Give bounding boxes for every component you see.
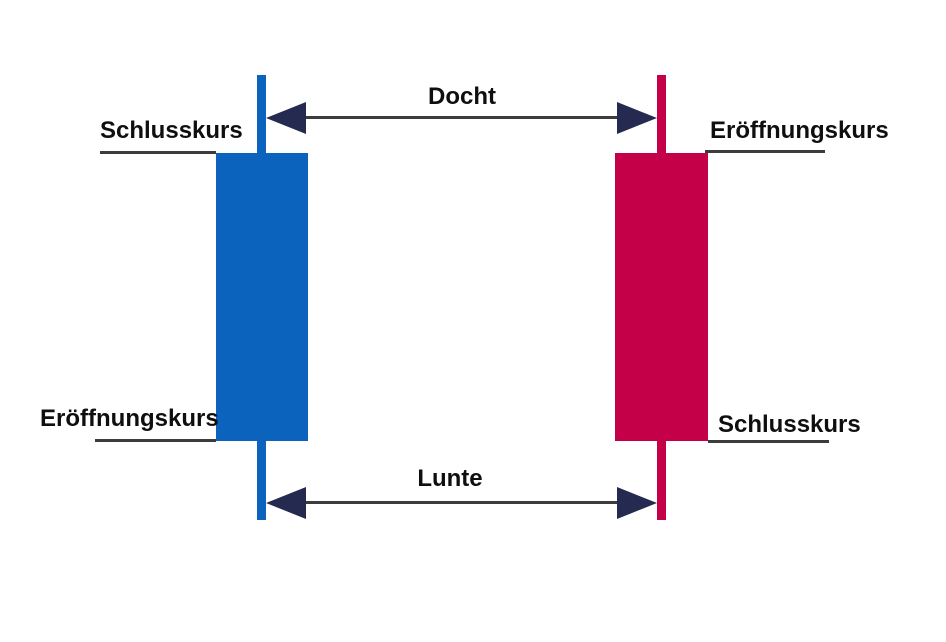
lunte-arrowhead-left-icon: [266, 487, 306, 519]
docht-arrowhead-left-icon: [266, 102, 306, 134]
left-candle-close-pointer-line: [100, 151, 216, 154]
lunte-arrowhead-right-icon: [617, 487, 657, 519]
right-candle-close-label: Schlusskurs: [718, 411, 861, 438]
right-candle-open-label: Eröffnungskurs: [710, 117, 889, 144]
right-candle-close-pointer-line: [708, 440, 829, 443]
docht-label: Docht: [428, 83, 496, 110]
docht-arrow-line: [296, 116, 628, 119]
docht-arrowhead-right-icon: [617, 102, 657, 134]
left-candle-close-label: Schlusskurs: [100, 117, 243, 144]
lunte-arrow-line: [296, 501, 628, 504]
right-candle-body: [615, 153, 708, 441]
lunte-label: Lunte: [417, 465, 483, 492]
left-candle-open-pointer-line: [95, 439, 216, 442]
right-candle-open-pointer-line: [705, 150, 825, 153]
left-candle-body: [216, 153, 308, 441]
left-candle-open-label: Eröffnungskurs: [40, 405, 219, 432]
